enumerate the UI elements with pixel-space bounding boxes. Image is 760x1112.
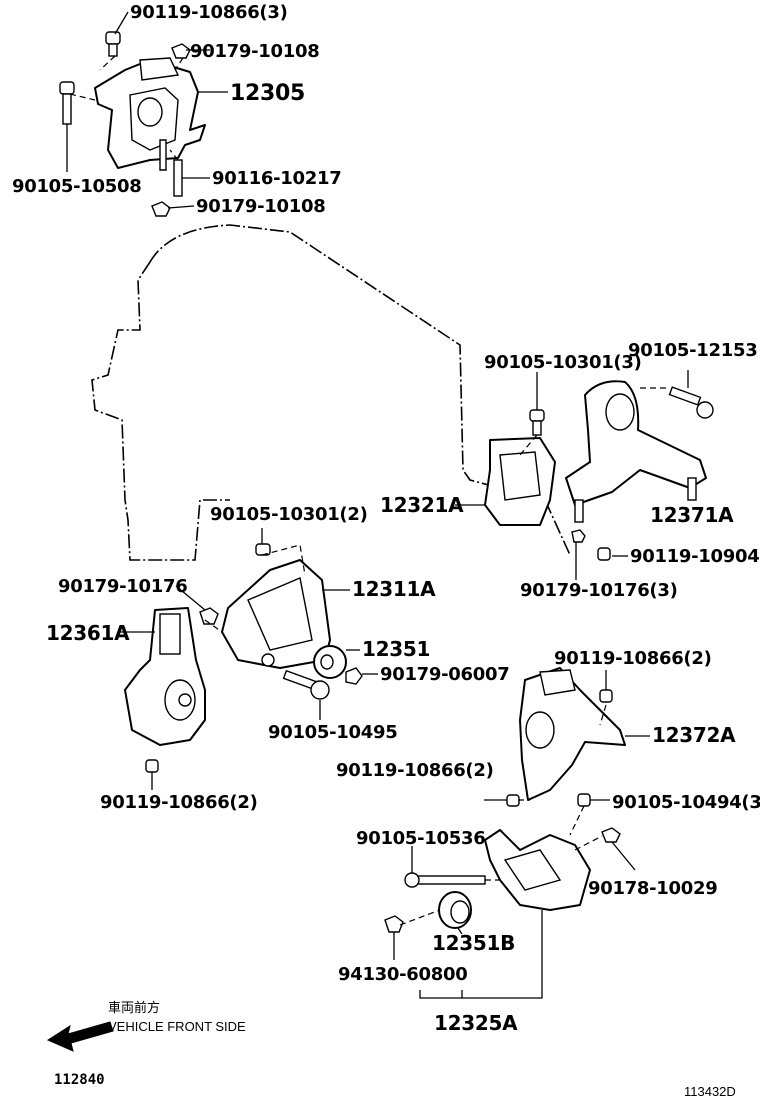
bolt-90105-10536 [404, 872, 486, 888]
damper-12351 [313, 645, 347, 679]
label-12321A: 12321A [380, 493, 464, 517]
mount-12372A [519, 667, 626, 801]
label-90179-10176-3: 90179-10176(3) [520, 580, 678, 601]
bolt-90105-10508 [59, 81, 75, 125]
bolt-90119-10866-3 [105, 31, 121, 57]
label-90179-10108-a: 90179-10108 [190, 41, 319, 62]
bolt-90105-10495 [282, 669, 330, 700]
label-90119-10904: 90119-10904 [630, 546, 759, 567]
label-12371A: 12371A [650, 503, 734, 527]
label-90179-10108-b: 90179-10108 [196, 196, 325, 217]
bolt-90119-10866-2-c [506, 794, 520, 807]
bolt-90105-10301-3 [529, 409, 545, 436]
bracket-12321A [484, 437, 556, 526]
label-90119-10866-2-a: 90119-10866(2) [100, 792, 258, 813]
leader-lines [66, 11, 689, 999]
label-90105-10301-3: 90105-10301(3) [484, 352, 642, 373]
label-90116-10217: 90116-10217 [212, 168, 341, 189]
label-12325A: 12325A [434, 1011, 518, 1035]
bolt-90105-10494-3 [577, 793, 591, 807]
label-90105-10495: 90105-10495 [268, 722, 397, 743]
bolt-90119-10866-2-a [145, 759, 159, 773]
label-12351B: 12351B [432, 931, 515, 955]
bracket-12325A [484, 829, 591, 911]
dash-lines [204, 387, 670, 926]
bracket-12311A [221, 559, 331, 669]
label-90105-10536: 90105-10536 [356, 828, 485, 849]
code-right: 113432D [684, 1084, 736, 1099]
label-90105-10301-2: 90105-10301(2) [210, 504, 368, 525]
nut-90179-10176 [199, 607, 219, 625]
nut-90179-06007 [345, 667, 363, 685]
legend-english: VEHICLE FRONT SIDE [108, 1019, 246, 1034]
front-arrow-icon [46, 1021, 114, 1052]
vehicle-front-legend: 車両前方 VEHICLE FRONT SIDE [46, 1000, 246, 1052]
label-94130-60800: 94130-60800 [338, 964, 467, 985]
bolt-90105-10301-2 [255, 543, 271, 556]
engine-mount-12305 [94, 57, 206, 171]
code-left: 112840 [54, 1072, 105, 1088]
nut-90179-10108-a [171, 43, 191, 59]
label-90105-12153: 90105-12153 [628, 340, 757, 361]
stud-90116-10217 [173, 159, 183, 197]
label-12351: 12351 [362, 637, 430, 661]
mount-12371A [565, 380, 707, 523]
label-12311A: 12311A [352, 577, 436, 601]
label-90179-10176: 90179-10176 [58, 576, 187, 597]
damper-12351B [438, 891, 472, 929]
label-90179-06007: 90179-06007 [380, 664, 509, 685]
label-90105-10508: 90105-10508 [12, 176, 141, 197]
label-90178-10029: 90178-10029 [588, 878, 717, 899]
bolt-90119-10904 [597, 547, 611, 561]
label-90119-10866-2-c: 90119-10866(2) [336, 760, 494, 781]
bolt-90105-12153 [668, 386, 714, 419]
label-90119-10866-3: 90119-10866(3) [130, 2, 288, 23]
nut-90178-10029 [601, 827, 621, 843]
label-12372A: 12372A [652, 723, 736, 747]
label-12305: 12305 [230, 81, 305, 106]
label-12361A: 12361A [46, 621, 130, 645]
nut-90179-10176-3 [571, 529, 586, 543]
engine-outline [91, 224, 571, 561]
legend-japanese: 車両前方 [108, 1000, 160, 1015]
label-90119-10866-2-b: 90119-10866(2) [554, 648, 712, 669]
nut-90179-10108-b [151, 201, 171, 217]
mount-12361A [124, 607, 206, 746]
dash-top-1 [69, 55, 184, 161]
bolt-90119-10866-2-b [599, 689, 613, 703]
nut-94130-60800 [384, 915, 404, 933]
label-90105-10494-3: 90105-10494(3) [612, 792, 760, 813]
